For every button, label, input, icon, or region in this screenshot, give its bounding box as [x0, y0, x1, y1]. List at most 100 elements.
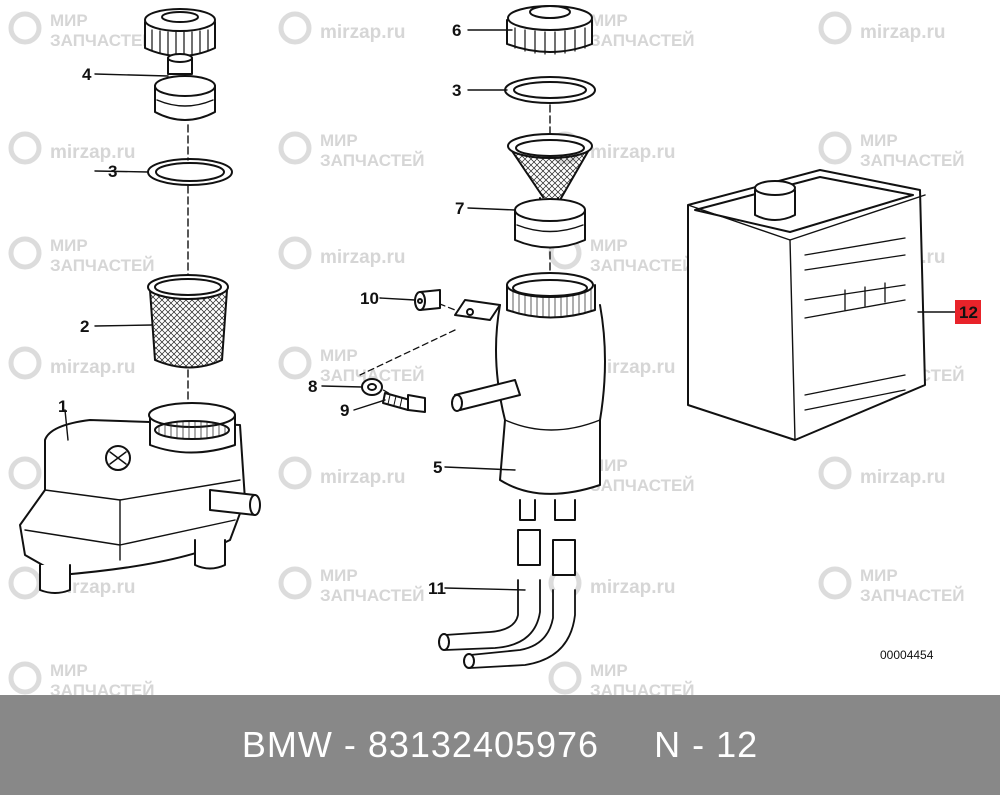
callout-12: 12 [959, 303, 978, 322]
watermark-line2: ЗАПЧАСТЕЙ [860, 586, 965, 605]
part-9-bolt-icon [382, 392, 426, 413]
watermark-line1: МИР [50, 11, 88, 30]
part-4-cap-insert-icon [154, 53, 216, 121]
watermark: mirzap.ru [818, 456, 946, 490]
watermark-pin-icon [278, 11, 312, 45]
callout-4: 4 [82, 65, 92, 84]
watermark-pin-icon [278, 346, 312, 380]
watermark-url: mirzap.ru [590, 577, 676, 598]
watermark-url: mirzap.ru [860, 467, 946, 488]
watermark-pin-icon [278, 131, 312, 165]
callout-12-highlight [955, 300, 981, 324]
watermark-url: mirzap.ru [590, 357, 676, 378]
part-3-gasket-left-icon [147, 158, 233, 186]
part-12-fluid-can-icon [687, 169, 926, 441]
watermark-line1: МИР [590, 236, 628, 255]
watermark-pin-icon [818, 131, 852, 165]
callout-7: 7 [455, 199, 464, 218]
watermark: mirzap.ru [278, 11, 406, 45]
part-11-hoses-icon [438, 529, 576, 669]
watermark-url: mirzap.ru [50, 577, 136, 598]
watermark-pin-icon [548, 661, 582, 695]
watermark-line2: ЗАПЧАСТЕЙ [50, 256, 155, 275]
watermark-line2: ЗАПЧАСТЕЙ [50, 31, 155, 50]
watermark-pin-icon [278, 456, 312, 490]
watermark-pin-icon [8, 11, 42, 45]
watermark-line1: МИР [860, 131, 898, 150]
callout-3: 3 [108, 162, 117, 181]
watermark-url: mirzap.ru [50, 357, 136, 378]
watermark-line1: МИР [320, 131, 358, 150]
callout-8: 8 [308, 377, 317, 396]
watermark-line2: ЗАПЧАСТЕЙ [320, 151, 425, 170]
watermark-url: mirzap.ru [860, 22, 946, 43]
watermark-url: mirzap.ru [320, 247, 406, 268]
watermark-line1: МИР [320, 346, 358, 365]
watermark-pin-icon [278, 566, 312, 600]
callout-1: 1 [58, 397, 67, 416]
part-number-caption: BMW - 83132405976 N - 12 [241, 724, 759, 765]
watermark-url: mirzap.ru [50, 142, 136, 163]
part-2-strainer-icon [147, 274, 229, 369]
watermark-pin-icon [8, 346, 42, 380]
watermark-line2: ЗАПЧАСТЕЙ [590, 256, 695, 275]
callout-11: 11 [428, 579, 446, 598]
part-3-gasket-middle-icon [504, 76, 596, 104]
part-5-reservoir-icon [451, 272, 606, 521]
watermark: mirzap.ru [8, 346, 136, 380]
callout-2: 2 [80, 317, 89, 336]
watermark-line1: МИР [320, 566, 358, 585]
watermark-url: mirzap.ru [590, 142, 676, 163]
callout-10: 10 [360, 289, 379, 308]
callout-6: 6 [452, 21, 461, 40]
watermark-pin-icon [818, 456, 852, 490]
watermark-line2: ЗАПЧАСТЕЙ [320, 366, 425, 385]
watermark: mirzap.ru [278, 456, 406, 490]
watermark-pin-icon [818, 566, 852, 600]
part-7-filter-cone-icon [507, 133, 593, 249]
watermark-pin-icon [818, 11, 852, 45]
watermark-pin-icon [8, 236, 42, 270]
watermark-line1: МИР [590, 661, 628, 680]
watermark-pin-icon [8, 456, 42, 490]
watermark-pin-icon [8, 566, 42, 600]
footer-bar: BMW - 83132405976 N - 12 [0, 695, 1000, 795]
watermark-line1: МИР [50, 661, 88, 680]
watermark: mirzap.ru [278, 236, 406, 270]
watermark-line1: МИР [50, 236, 88, 255]
watermark-line2: ЗАПЧАСТЕЙ [860, 151, 965, 170]
drawing-number: 00004454 [880, 648, 934, 662]
part-6-cap-icon [506, 5, 593, 55]
watermark-line2: ЗАПЧАСТЕЙ [50, 681, 155, 695]
part-8-washer-icon [361, 378, 383, 396]
watermark: mirzap.ru [8, 131, 136, 165]
part-10-grommet-icon [414, 289, 441, 311]
callout-9: 9 [340, 401, 349, 420]
watermark-pin-icon [8, 661, 42, 695]
part-1-reservoir-icon [19, 402, 261, 594]
watermark-line2: ЗАПЧАСТЕЙ [320, 586, 425, 605]
callout-5: 5 [433, 458, 442, 477]
watermark-line2: ЗАПЧАСТЕЙ [590, 681, 695, 695]
watermark-line2: ЗАПЧАСТЕЙ [590, 31, 695, 50]
watermark-pin-icon [8, 131, 42, 165]
watermark-line1: МИР [590, 11, 628, 30]
callout-3: 3 [452, 81, 461, 100]
watermark-line1: МИР [860, 566, 898, 585]
left-cap-icon [144, 8, 216, 57]
watermark-pin-icon [278, 236, 312, 270]
watermark-url: mirzap.ru [320, 467, 406, 488]
watermark-url: mirzap.ru [320, 22, 406, 43]
